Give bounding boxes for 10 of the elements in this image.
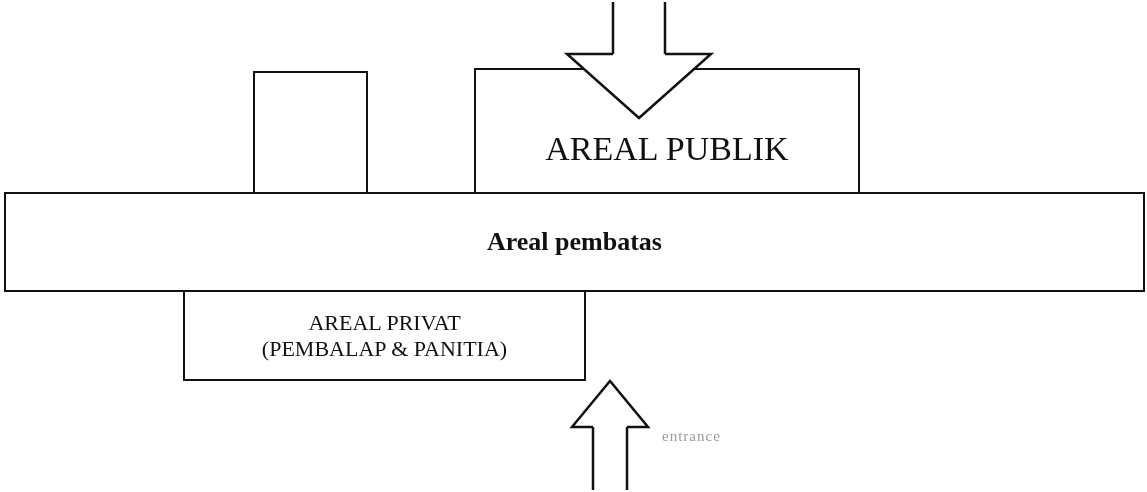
public-area-box <box>474 68 860 194</box>
area-title: AREAL PRIVAT (PEMBALAP & PANITIA) <box>260 310 509 361</box>
entrance-label: entrance <box>662 428 721 445</box>
block-arrow <box>570 379 650 492</box>
block-arrow <box>565 0 713 120</box>
area-title: Areal pembatas <box>487 227 662 257</box>
empty-area-box <box>253 71 368 194</box>
private-area-box <box>183 290 586 381</box>
buffer-area-box <box>4 192 1145 292</box>
area-title: AREAL PUBLIK <box>545 129 789 169</box>
